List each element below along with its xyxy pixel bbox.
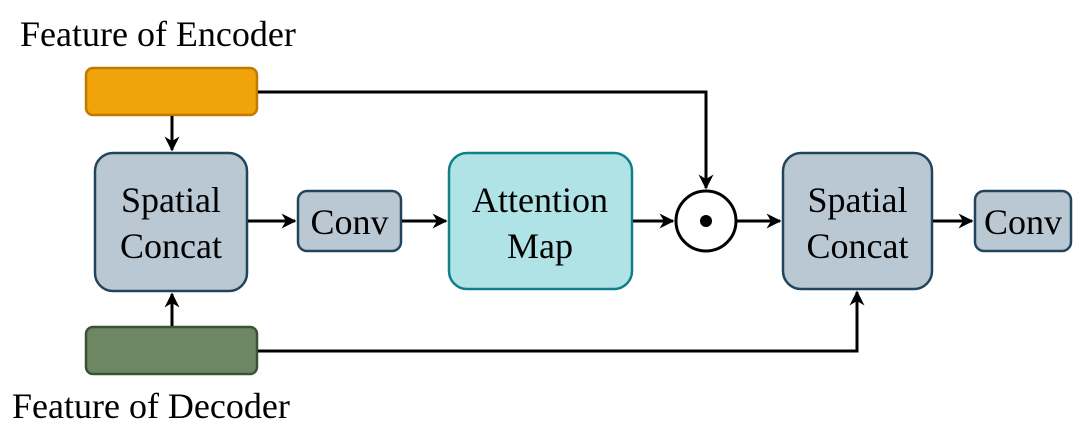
spatial-concat-1-line-1: Spatial [121,180,221,220]
decoder-feature-block [84,325,259,376]
conv-block-2 [973,189,1073,253]
attention-map-line-1: Attention [472,180,608,220]
decoder-feature-label: Feature of Decoder [12,386,290,426]
encoder-feature-block [84,66,259,117]
spatial-concat-block-2 [781,151,934,291]
encoder-feature-label: Feature of Encoder [20,14,296,54]
conv-block-1 [296,189,403,253]
conv-1-label: Conv [310,202,388,242]
attention-map-line-2: Map [507,226,573,266]
arrow-decoder-to-concat2 [258,290,865,353]
elementwise-multiply-icon [674,189,738,253]
spatial-concat-2-line-1: Spatial [808,180,908,220]
arrow-encoder-to-multiply [258,90,714,190]
spatial-concat-block-1 [93,151,249,293]
spatial-concat-2-line-2: Concat [807,226,909,266]
conv-2-label: Conv [984,202,1062,242]
attention-map-block [447,151,634,291]
spatial-concat-1-line-2: Concat [120,226,222,266]
